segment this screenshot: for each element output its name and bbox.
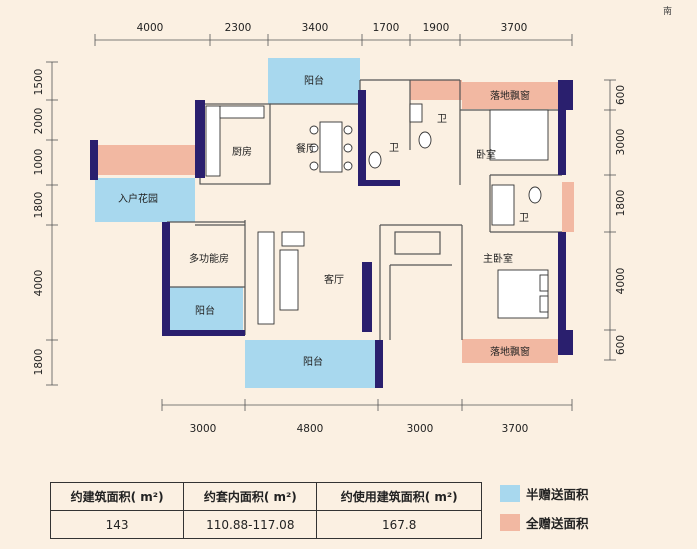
dim-right-3: 1800	[615, 190, 627, 217]
table-header-cell: 约使用建筑面积( m²)	[316, 482, 482, 511]
bathtub	[491, 184, 515, 226]
dining-chair	[309, 125, 319, 135]
room-multi-function: 多功能房	[189, 252, 229, 265]
toilet	[368, 151, 382, 169]
dim-top-4: 1700	[373, 22, 400, 34]
room-kitchen: 厨房	[232, 145, 252, 158]
toilet	[418, 131, 432, 149]
dim-top-6: 3700	[501, 22, 528, 34]
dining-chair	[343, 161, 353, 171]
pillow	[539, 295, 549, 313]
armchair	[281, 231, 305, 247]
room-bay-window-bottom: 落地飘窗	[490, 345, 530, 358]
dim-left-3: 1000	[33, 149, 45, 176]
dim-bottom-1: 3000	[190, 423, 217, 435]
table-value-row: 143 110.88-117.08 167.8	[49, 510, 482, 539]
table-value-cell: 167.8	[316, 510, 482, 539]
table-value-cell: 143	[49, 510, 185, 539]
full-area-left	[95, 145, 195, 175]
dim-top-3: 3400	[302, 22, 329, 34]
dim-bottom-2: 4800	[297, 423, 324, 435]
room-bath-3: 卫	[519, 213, 529, 224]
table-header-row: 约建筑面积( m²) 约套内面积( m²) 约使用建筑面积( m²)	[49, 482, 482, 511]
room-bath-1: 卫	[389, 143, 399, 154]
balcony-top-area	[268, 58, 360, 104]
furniture	[205, 103, 549, 325]
legend-half-gifted: 半赠送面积	[500, 484, 589, 503]
legend-label-full: 全赠送面积	[526, 516, 589, 531]
dining-chair	[309, 161, 319, 171]
balcony-bottom-area	[245, 340, 380, 388]
area-stats-table: 约建筑面积( m²) 约套内面积( m²) 约使用建筑面积( m²) 143 1…	[49, 482, 482, 539]
room-balcony-top: 阳台	[304, 74, 324, 87]
floor-plan: 4000 2300 3400 1700 1900 3700 3000 4800 …	[33, 22, 627, 435]
room-master-bedroom: 主卧室	[483, 252, 513, 265]
dim-left-6: 1800	[33, 349, 45, 376]
table-header-cell: 约套内面积( m²)	[183, 482, 318, 511]
wash-basin	[409, 103, 423, 123]
gifted-areas	[95, 58, 574, 388]
balcony-left-area	[167, 287, 243, 334]
room-dining: 餐厅	[296, 142, 316, 155]
dim-left-1: 1500	[33, 69, 45, 96]
bay-window-bottom-area	[462, 339, 558, 363]
legend-full-gifted: 全赠送面积	[500, 513, 589, 532]
legend-label-half: 半赠送面积	[526, 487, 589, 502]
dimension-lines	[46, 34, 616, 411]
room-labels: 阳台 厨房 餐厅 卫 卫 卫 落地飘窗 卧室 入户花园 多功能房 阳台 客厅 主…	[118, 74, 530, 368]
dim-bottom-4: 3700	[502, 423, 529, 435]
room-bedroom: 卧室	[476, 148, 496, 161]
room-balcony-bottom: 阳台	[303, 355, 323, 368]
dim-bottom-3: 3000	[407, 423, 434, 435]
entry-garden-area	[95, 178, 195, 222]
dim-left-2: 2000	[33, 108, 45, 135]
kitchen-counter	[205, 105, 221, 177]
full-area-right	[562, 182, 574, 232]
room-entry-garden: 入户花园	[118, 192, 158, 205]
dining-table	[319, 121, 343, 173]
full-area-bath-top	[410, 80, 462, 100]
dim-right-5: 600	[615, 335, 627, 355]
compass-label: 南	[663, 7, 673, 17]
bay-window-top-area	[462, 82, 558, 109]
bed	[489, 109, 549, 161]
dim-left-4: 1800	[33, 192, 45, 219]
dining-chair	[343, 143, 353, 153]
table-header-cell: 约建筑面积( m²)	[49, 482, 185, 511]
dim-top-5: 1900	[423, 22, 450, 34]
dim-right-4: 4000	[615, 268, 627, 295]
dim-top-2: 2300	[225, 22, 252, 34]
exterior-walls	[90, 80, 573, 388]
room-balcony-left: 阳台	[195, 304, 215, 317]
room-bay-window-top: 落地飘窗	[490, 89, 530, 102]
dim-right-1: 600	[615, 85, 627, 105]
room-bath-2: 卫	[437, 114, 447, 125]
table-value-cell: 110.88-117.08	[183, 510, 318, 539]
toilet	[528, 186, 542, 204]
sofa	[257, 231, 275, 325]
room-living: 客厅	[324, 273, 344, 286]
coffee-table	[279, 249, 299, 311]
kitchen-counter	[219, 105, 265, 119]
dim-right-2: 3000	[615, 129, 627, 156]
pillow	[539, 274, 549, 292]
dim-top-1: 4000	[137, 22, 164, 34]
dining-chair	[343, 125, 353, 135]
dim-left-5: 4000	[33, 270, 45, 297]
legend-swatch-full	[500, 514, 520, 531]
dimension-labels: 4000 2300 3400 1700 1900 3700 3000 4800 …	[33, 22, 627, 435]
dining-chair	[309, 143, 319, 153]
legend-swatch-half	[500, 485, 520, 502]
